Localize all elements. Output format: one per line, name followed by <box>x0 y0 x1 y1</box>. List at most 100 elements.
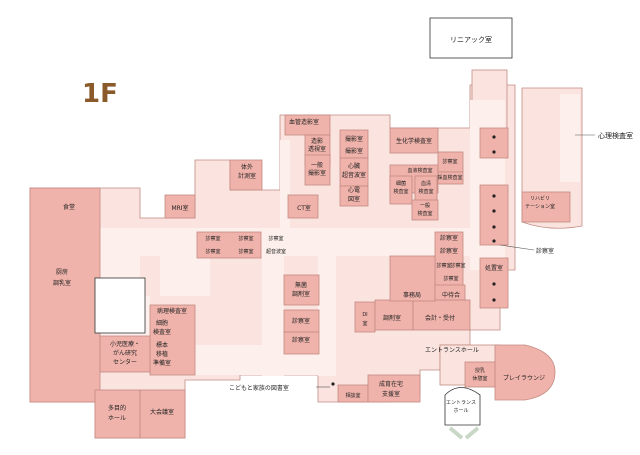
label-waiting: 中待合 <box>442 291 460 299</box>
label-serum-1: 血清 <box>421 180 431 187</box>
label-cafeteria: 食堂 <box>63 203 75 211</box>
label-aseptic-2: 調剤室 <box>292 290 310 298</box>
location-dot <box>492 282 496 286</box>
label-blood-lab: 血液検査室 <box>407 167 432 174</box>
location-dot <box>492 239 496 243</box>
label-contrast-2: 透視室 <box>308 145 326 153</box>
room-mri <box>164 194 196 219</box>
room-home-care <box>367 374 421 403</box>
location-dot <box>492 298 496 302</box>
label-exam-mid-5: 診察室 <box>268 235 283 242</box>
label-kitchen-1: 厨房 <box>56 268 68 276</box>
label-aseptic-1: 無菌 <box>295 281 307 289</box>
location-dot <box>492 150 496 154</box>
label-specimen-2: 移植 <box>156 350 168 358</box>
label-exam-mid-2: 診察室 <box>238 235 253 242</box>
label-pediatric-2: がん研究 <box>113 349 137 357</box>
label-external-meas-2: 計測室 <box>238 172 256 180</box>
label-serum-2: 検査室 <box>418 188 433 195</box>
room-general-lab <box>411 199 439 221</box>
rehab-wing <box>521 87 583 229</box>
label-pediatric-3: センター <box>113 358 137 366</box>
label-multipurpose-1: 多目的 <box>108 404 126 412</box>
room-exam-mid <box>196 231 262 259</box>
label-exam-right-5: 診察室 <box>443 275 458 282</box>
label-ultrasound: 超音波室 <box>266 248 286 255</box>
label-office: 事務局 <box>403 291 421 299</box>
label-specimen-1: 標本 <box>156 341 168 349</box>
room-conference <box>139 389 186 439</box>
label-cardiac-echo-2: 超音波室 <box>342 171 366 179</box>
room-office <box>389 255 436 302</box>
location-dot <box>492 194 496 198</box>
label-exam-right-2: 診察室 <box>440 247 458 255</box>
label-conference: 大会議室 <box>150 408 174 416</box>
room-linac <box>429 17 513 59</box>
label-consultation: 相談室 <box>345 392 360 399</box>
label-cell-lab-2: 検査室 <box>153 328 171 336</box>
label-exam-right-1: 診察室 <box>440 234 458 242</box>
label-exam-mid-1: 診察室 <box>205 235 220 242</box>
label-linac: リニアック室 <box>450 35 492 44</box>
label-ct: CT室 <box>297 204 311 212</box>
label-exam-mid-4: 診察室 <box>238 248 253 255</box>
label-playroom: プレイラウンジ <box>503 374 545 382</box>
room-pediatric <box>99 335 151 373</box>
label-mri: MRI室 <box>171 204 188 212</box>
room-playroom <box>494 344 556 401</box>
room-biochem <box>389 127 439 154</box>
room-storage <box>94 277 146 334</box>
label-library: こどもと家族の図書室 <box>229 384 289 392</box>
label-small-lab: 採血検査室 <box>437 174 462 181</box>
label-psych-lab: 心理検査室 <box>598 131 633 140</box>
label-bacteria-1: 細菌 <box>396 180 406 187</box>
room-ct <box>287 194 319 219</box>
label-exam-mid-3: 診察室 <box>205 248 220 255</box>
room-multipurpose <box>94 389 141 439</box>
label-external-meas-1: 体外 <box>241 163 253 171</box>
label-dispensing: 調剤室 <box>383 314 401 322</box>
label-di-2: 室 <box>362 320 367 327</box>
label-ecg-1: 心電 <box>348 187 360 194</box>
label-accounting: 会計・受付 <box>425 314 455 322</box>
label-radio-b: 撮影室 <box>345 147 363 155</box>
label-biochem: 生化学検査室 <box>396 137 432 145</box>
label-specimen-3: 準備室 <box>153 359 171 367</box>
label-exam-c1: 診察室 <box>292 317 310 325</box>
location-dot <box>331 382 335 386</box>
label-exam-c2: 診察室 <box>292 336 310 344</box>
label-rehab-2: テーション室 <box>525 203 555 210</box>
label-pathology: 病理検査室 <box>157 307 187 315</box>
label-cardiac-echo-1: 心臓 <box>348 162 360 170</box>
entrance-area <box>439 344 556 440</box>
room-right-corridor-rooms <box>479 184 509 246</box>
room-nursing <box>464 361 496 388</box>
room-ecg <box>339 185 369 207</box>
room-radio-ab <box>339 129 369 159</box>
label-treatment: 処置室 <box>485 264 503 272</box>
label-home-care-2: 支援室 <box>382 390 400 398</box>
label-pediatric-1: 小児医療・ <box>110 340 140 348</box>
label-exam-right-corridor: 診察室 <box>536 247 554 255</box>
label-entrance-lower-2: ホール <box>453 408 468 414</box>
label-multipurpose-2: ホール <box>108 415 126 422</box>
floor-label: 1F <box>82 79 118 109</box>
room-pathology-block <box>149 304 196 376</box>
room-small-lab <box>437 171 464 185</box>
room-external-meas <box>229 159 263 191</box>
label-general-lab-2: 検査室 <box>417 210 432 217</box>
label-bacteria-2: 検査室 <box>393 188 408 195</box>
label-rehab-1: リハビリ <box>530 195 550 202</box>
leader-labels: 心理検査室 診察室 エントランスホール こどもと家族の図書室 エントランス ホー… <box>229 131 633 414</box>
room-kitchen-block <box>29 187 101 403</box>
label-angio: 血管造影室 <box>289 118 319 126</box>
label-general-xray-2: 撮影室 <box>308 169 326 177</box>
location-dot <box>492 209 496 213</box>
label-ecg-2: 図室 <box>348 195 360 203</box>
label-general-xray-1: 一般 <box>311 161 323 169</box>
label-general-lab-1: 一般 <box>420 202 430 209</box>
room-cardiac-echo <box>339 157 369 187</box>
label-exam-right-4: 診察室 <box>450 262 465 269</box>
label-home-care-1: 成育在宅 <box>379 380 403 388</box>
